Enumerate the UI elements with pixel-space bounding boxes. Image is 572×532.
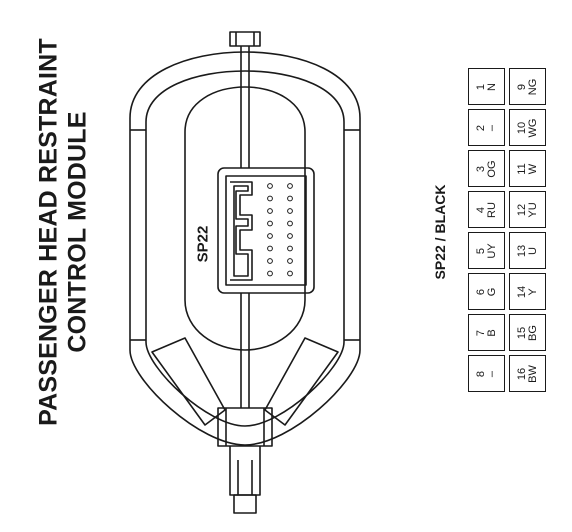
right-lobe (264, 337, 339, 426)
connector-frame (217, 167, 315, 294)
pin-wire-color: – (485, 370, 498, 377)
connector-key-profile (230, 181, 253, 281)
pin-number: 2 (474, 124, 487, 131)
pin-wire-color: UY (485, 242, 498, 259)
connector-pin (267, 208, 273, 214)
pin-wire-color: W (526, 163, 539, 174)
connector-pin (267, 220, 273, 227)
connector-pin (287, 220, 293, 227)
pin-number: 10 (515, 121, 528, 134)
connector-pin (267, 183, 273, 189)
pin-number: 15 (515, 326, 528, 339)
pin-number: 11 (515, 162, 528, 175)
pin-wire-color: OG (485, 159, 498, 178)
pin-number: 9 (515, 83, 528, 90)
pin-number: 16 (515, 367, 528, 380)
pin-wire-color: N (485, 82, 498, 91)
pin-number: 12 (515, 203, 528, 216)
connector-pin (287, 270, 293, 277)
connector-pin (287, 245, 293, 252)
pin-wire-color: WG (526, 118, 539, 137)
pin-number: 1 (474, 83, 487, 90)
pin-wire-color: BW (526, 364, 539, 383)
pin-number: 6 (474, 288, 487, 295)
connector-pin (287, 195, 293, 202)
connector-pin (287, 208, 293, 214)
pin-number: 7 (474, 329, 487, 336)
pin-wire-color: YU (526, 201, 539, 218)
pin-cell-2: 2– (468, 109, 505, 146)
pin-wire-color: B (485, 328, 498, 337)
pin-wire-color: – (485, 124, 498, 131)
pin-wire-color: Y (526, 287, 539, 296)
pin-number: 14 (515, 285, 528, 298)
pin-wire-color: RU (485, 201, 498, 218)
top-tab (229, 31, 261, 47)
connector-pin (267, 270, 273, 277)
pin-number: 4 (474, 206, 487, 213)
connector-pin (267, 258, 273, 264)
pin-wire-color: BG (526, 324, 539, 341)
connector-pin (267, 233, 273, 239)
cavity-outline (184, 86, 306, 351)
housing-outline (129, 51, 361, 446)
pin-cell-8: 8– (468, 355, 505, 392)
pin-number: 5 (474, 247, 487, 254)
left-lobe (151, 337, 226, 426)
bottom-boss (217, 407, 273, 447)
connector-pin (287, 233, 293, 239)
pin-wire-color: NG (526, 78, 539, 95)
pin-number: 13 (515, 244, 528, 257)
connector-pin (267, 195, 273, 202)
connector-pin (287, 258, 293, 264)
connector-label: SP22 / BLACK (432, 184, 448, 280)
pin-wire-color: G (485, 287, 498, 296)
pin-wire-color: U (526, 246, 539, 255)
connector-pin (267, 245, 273, 252)
device-label: SP22 (194, 225, 212, 263)
connector-pin (287, 183, 293, 189)
pin-number: 3 (474, 165, 487, 172)
pin-number: 8 (474, 370, 487, 377)
